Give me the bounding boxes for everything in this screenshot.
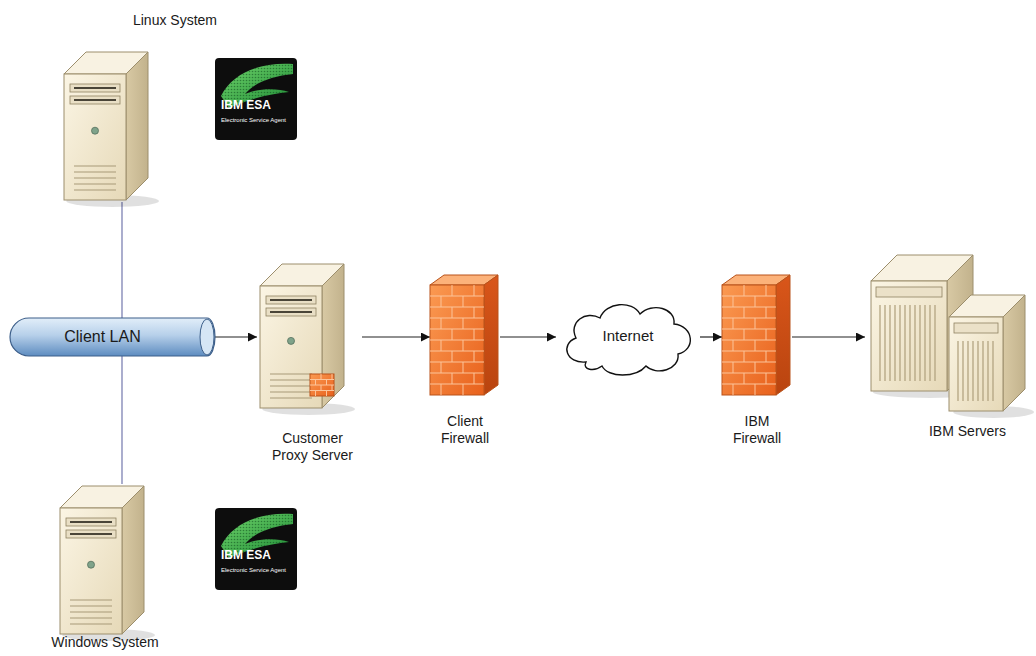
server-icon [58,484,150,632]
lan-link [121,356,122,484]
esa-logo [215,58,297,140]
firewall-icon [722,275,792,395]
flow-arrow [215,336,257,337]
logo-subtitle: Electronic Service Agent [221,117,293,124]
flow-arrow [792,336,865,337]
logo-title: IBM ESA [221,99,293,112]
esa-logo [215,508,297,590]
servers-icon [865,255,1030,415]
node-label: IBM Servers [905,423,1030,440]
flow-arrow [362,336,430,337]
proxy-icon [258,262,348,412]
server-icon [62,50,152,202]
node-label: Linux System [115,12,235,29]
lan-pipe: Client LAN [10,318,215,356]
node-label: Client Firewall [430,413,500,447]
node-label: Internet [556,327,700,345]
internet-cloud: Internet [556,292,700,380]
lan-link [121,202,122,318]
windows-server: Windows System [50,484,190,652]
node-label: Client LAN [10,327,195,347]
proxy-server: Customer Proxy Server [257,262,362,467]
logo-subtitle: Electronic Service Agent [221,567,293,574]
node-label: IBM Firewall [722,413,792,447]
firewall-icon [430,275,500,395]
firewall: IBM Firewall [722,275,792,450]
flow-arrow [500,336,556,337]
flow-arrow [700,336,722,337]
node-label: Windows System [40,634,170,651]
linux-server: Linux System [55,12,235,202]
server-rack: IBM Servers [865,255,1030,447]
logo-title: IBM ESA [221,549,293,562]
firewall: Client Firewall [430,275,500,450]
node-label: Customer Proxy Server [265,430,360,464]
